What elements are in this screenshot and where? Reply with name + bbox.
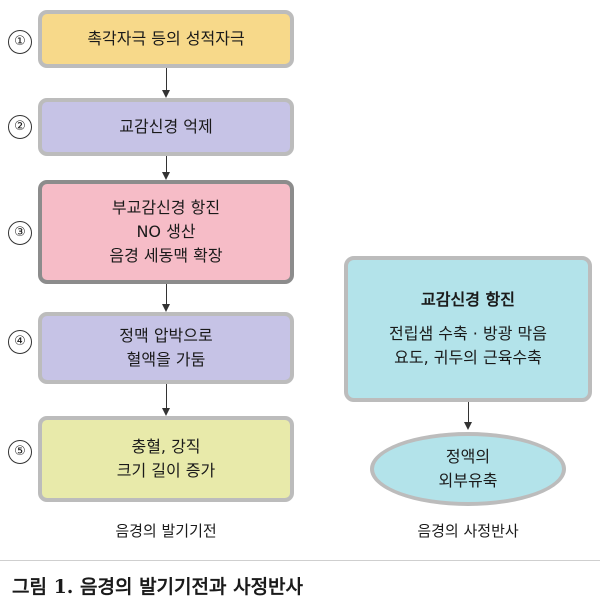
step-number-3: ③ [8, 221, 32, 245]
ejaculation-result-ellipse: 정액의 외부유축 [370, 432, 566, 506]
ejaculation-line-1: 전립샘 수축 · 방광 막음 [389, 324, 547, 343]
step-3-line-3: 음경 세동맥 확장 [109, 246, 223, 265]
step-number-1: ① [8, 30, 32, 54]
step-5-line-1: 충혈, 강직 [131, 437, 201, 456]
step-5-line-2: 크기 길이 증가 [116, 461, 216, 480]
step-box-4: 정맥 압박으로 혈액을 가둠 [38, 312, 294, 384]
step-1-line-1: 촉각자극 등의 성적자극 [87, 29, 245, 48]
step-2-line-1: 교감신경 억제 [119, 117, 213, 136]
step-box-2: 교감신경 억제 [38, 98, 294, 156]
erection-caption: 음경의 발기기전 [115, 522, 217, 540]
step-number-2: ② [8, 115, 32, 139]
step-3-line-2: NO 생산 [136, 222, 196, 241]
step-box-3: 부교감신경 항진 NO 생산 음경 세동맥 확장 [38, 180, 294, 284]
step-box-1: 촉각자극 등의 성적자극 [38, 10, 294, 68]
ejaculation-box: 교감신경 항진 전립샘 수축 · 방광 막음 요도, 귀두의 근육수축 [344, 256, 592, 402]
step-number-4: ④ [8, 330, 32, 354]
step-box-5: 충혈, 강직 크기 길이 증가 [38, 416, 294, 502]
step-4-line-1: 정맥 압박으로 [119, 326, 213, 345]
figure-title: 그림 1. 음경의 발기기전과 사정반사 [12, 576, 304, 598]
result-line-2: 외부유축 [438, 471, 498, 490]
step-number-5: ⑤ [8, 440, 32, 464]
result-line-1: 정액의 [445, 447, 491, 466]
step-4-line-2: 혈액을 가둠 [126, 350, 206, 369]
ejaculation-line-2: 요도, 귀두의 근육수축 [394, 348, 542, 367]
ejaculation-title: 교감신경 항진 [421, 290, 515, 309]
divider [0, 560, 600, 561]
ejaculation-caption: 음경의 사정반사 [417, 522, 519, 540]
step-3-line-1: 부교감신경 항진 [111, 198, 221, 217]
